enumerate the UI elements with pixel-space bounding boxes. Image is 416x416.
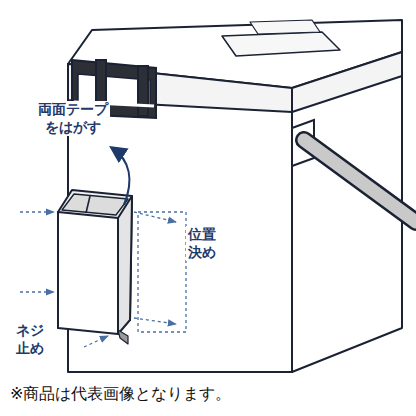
callout-label: 両面テープ をはがす <box>36 101 110 136</box>
caption-note: ※商品は代表画像となります。 <box>10 384 231 405</box>
callout-label: ネジ 止め <box>14 322 46 357</box>
callout-label: 位置 決め <box>186 226 218 261</box>
